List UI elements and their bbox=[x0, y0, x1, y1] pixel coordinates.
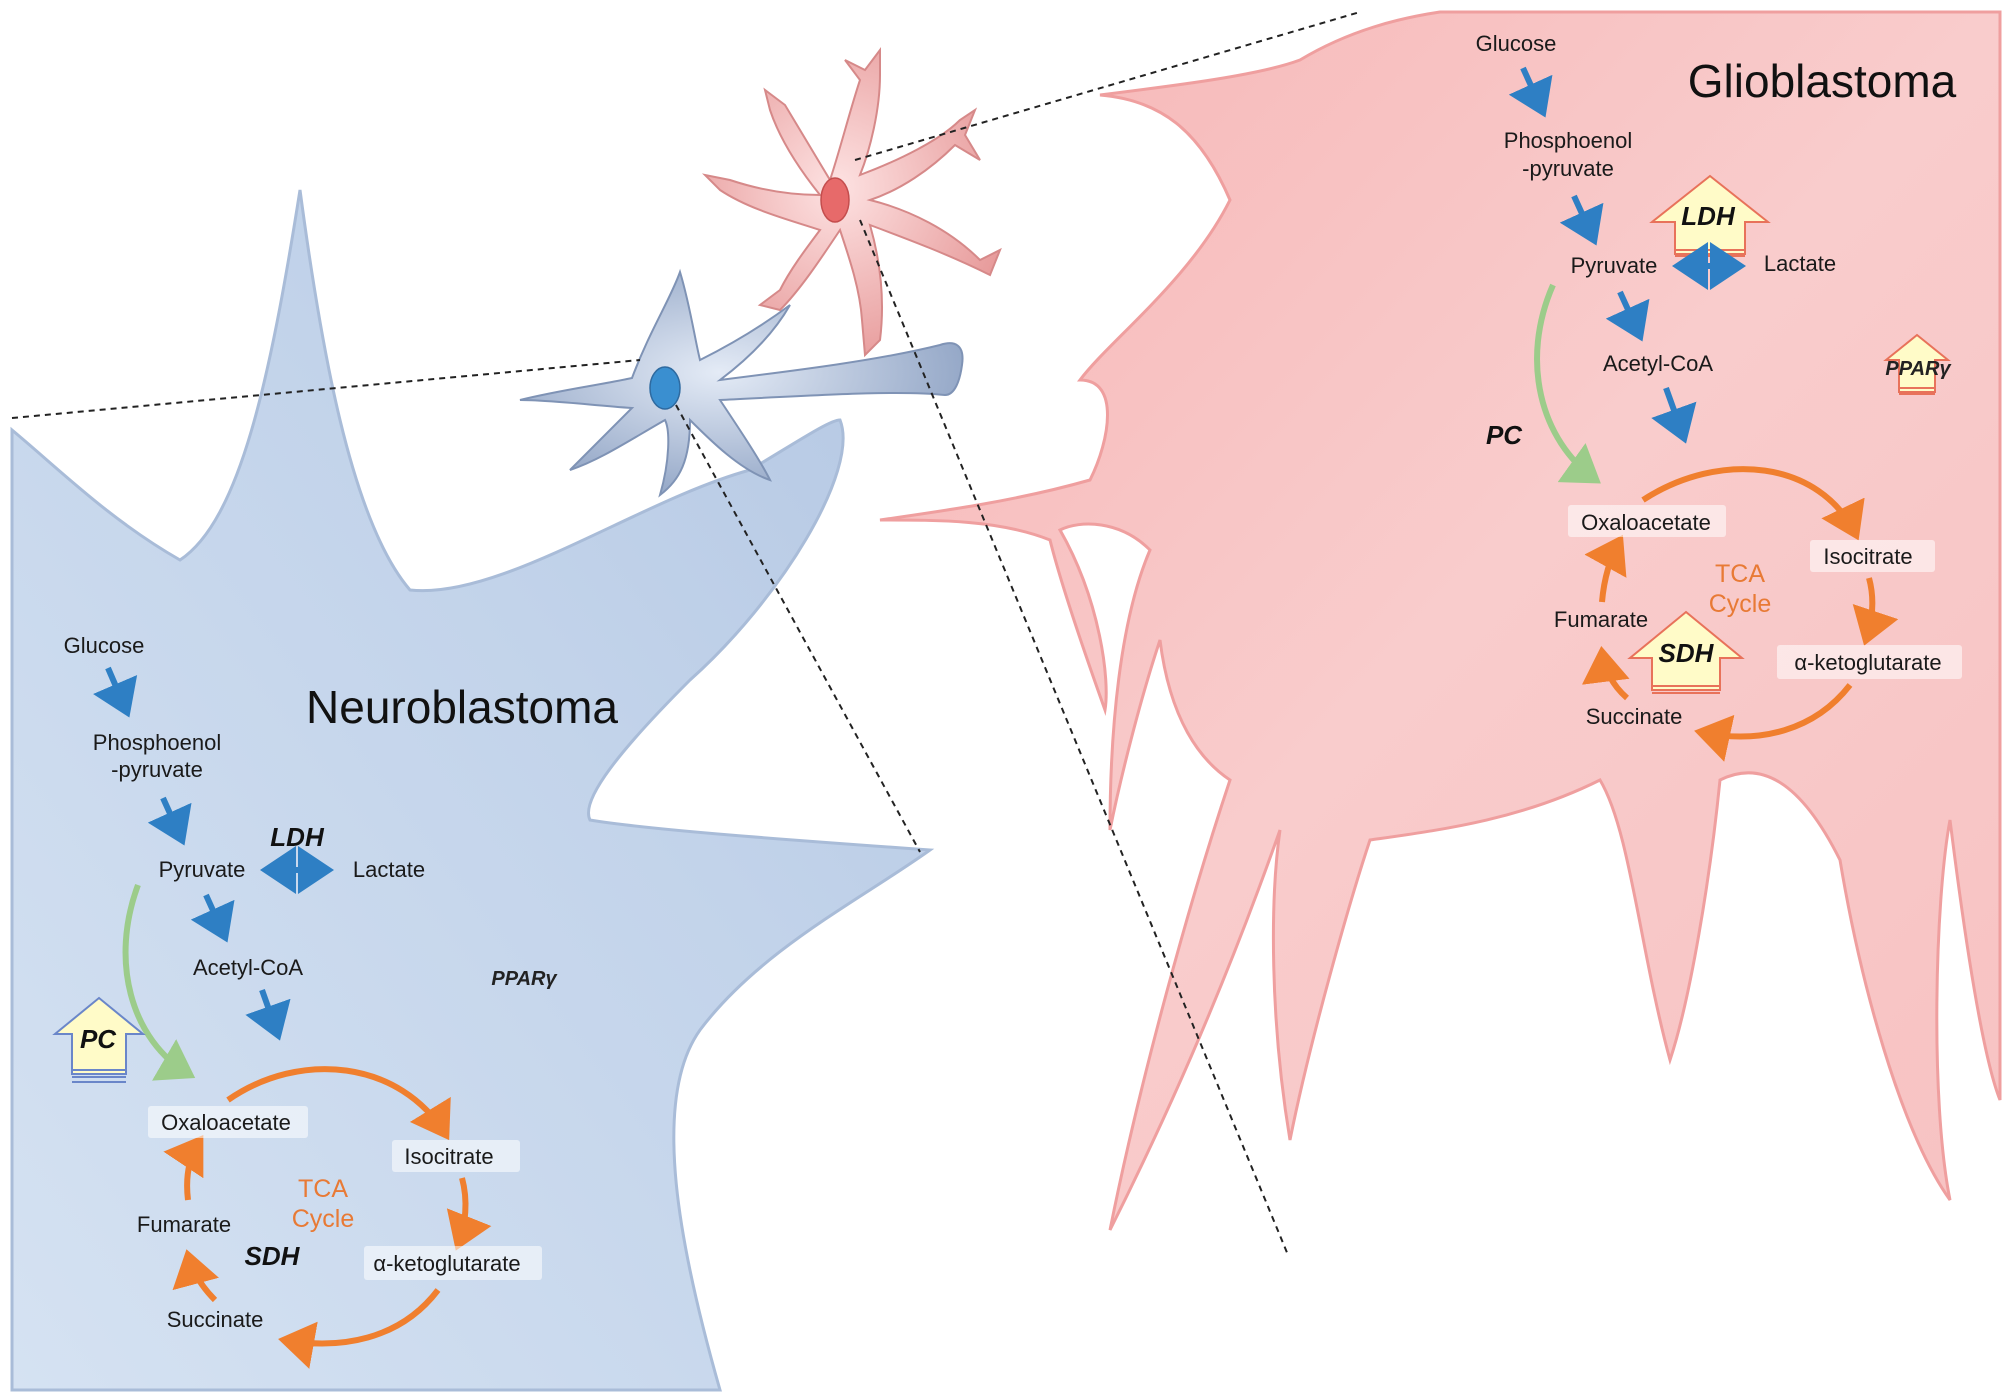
nb-pc-up-arrow bbox=[52, 996, 146, 1083]
gb-glucose-label: Glucose bbox=[1476, 31, 1557, 56]
nb-tca-label-line1: TCA bbox=[298, 1175, 348, 1203]
gb-acetylcoa-label: Acetyl-CoA bbox=[1603, 351, 1713, 376]
gb-isocitrate-label: Isocitrate bbox=[1823, 544, 1912, 569]
nb-glucose-label: Glucose bbox=[64, 633, 145, 658]
gb-ppar-up-arrow bbox=[1883, 333, 1951, 395]
nb-tca-cycle-arrows bbox=[163, 1066, 492, 1369]
nb-isocitrate-label: Isocitrate bbox=[404, 1144, 493, 1169]
glioblastoma-cell-shape bbox=[879, 10, 2002, 1231]
gb-fumarate-label: Fumarate bbox=[1554, 607, 1648, 632]
gb-tca-label-line2: Cycle bbox=[1709, 590, 1772, 618]
gb-ldh-label: LDH bbox=[1681, 201, 1736, 231]
gb-pep-label-line1: Phosphoenol bbox=[1504, 128, 1632, 153]
nb-acetylcoa-label: Acetyl-CoA bbox=[193, 955, 303, 980]
neuroblastoma-title: Neuroblastoma bbox=[306, 681, 618, 733]
nb-pyruvate-arrow bbox=[190, 893, 235, 943]
nb-succinate-label: Succinate bbox=[167, 1307, 264, 1332]
nb-pep-arrow bbox=[147, 796, 192, 846]
zoom-lines bbox=[11, 11, 1361, 1256]
nb-pep-label-line2: -pyruvate bbox=[111, 757, 203, 782]
gb-glucose-arrow bbox=[1508, 66, 1553, 118]
nb-glucose-arrow bbox=[93, 666, 138, 718]
astrocyte-icon bbox=[701, 47, 1002, 358]
nb-sdh-label: SDH bbox=[245, 1241, 301, 1271]
glioblastoma-title: Glioblastoma bbox=[1688, 55, 1957, 107]
gb-pep-label-line2: -pyruvate bbox=[1522, 156, 1614, 181]
gb-acetylcoa-arrow bbox=[1651, 386, 1697, 444]
gb-pep-arrow bbox=[1559, 194, 1604, 246]
gb-pc-arrow bbox=[1534, 283, 1601, 484]
nb-tca-label-line2: Cycle bbox=[292, 1205, 355, 1233]
nb-oxaloacetate-label: Oxaloacetate bbox=[161, 1110, 291, 1135]
nb-pyruvate-label: Pyruvate bbox=[159, 857, 246, 882]
gb-sdh-label: SDH bbox=[1659, 638, 1715, 668]
gb-lactate-label: Lactate bbox=[1764, 251, 1836, 276]
nb-pc-arrow bbox=[122, 883, 196, 1081]
neuron-icon bbox=[519, 268, 964, 498]
nb-acetylcoa-arrow bbox=[245, 988, 291, 1041]
glioblastoma-pathway: Glioblastoma Glucose Phosphoenol -pyruva… bbox=[1476, 31, 1962, 762]
gb-sdh-up-arrow bbox=[1627, 610, 1745, 694]
nb-pc-label: PC bbox=[80, 1024, 117, 1054]
gb-pc-label: PC bbox=[1486, 420, 1523, 450]
gb-pyruvate-label: Pyruvate bbox=[1571, 253, 1658, 278]
neuroblastoma-pathway: Neuroblastoma Glucose Phosphoenol -pyruv… bbox=[52, 633, 618, 1369]
gb-ppar-label: PPARγ bbox=[1885, 358, 1952, 380]
gb-oxaloacetate-label: Oxaloacetate bbox=[1581, 510, 1711, 535]
nb-ppar-label: PPARγ bbox=[491, 968, 558, 990]
nb-pep-label-line1: Phosphoenol bbox=[93, 730, 221, 755]
nb-lactate-label: Lactate bbox=[353, 857, 425, 882]
gb-pyruvate-arrow bbox=[1605, 290, 1650, 342]
nb-ldh-label: LDH bbox=[270, 822, 325, 852]
gb-tca-cycle-arrows bbox=[1581, 466, 1899, 762]
gb-tca-label-line1: TCA bbox=[1715, 560, 1765, 588]
nb-fumarate-label: Fumarate bbox=[137, 1212, 231, 1237]
nb-akg-label: α-ketoglutarate bbox=[373, 1251, 520, 1276]
gb-succinate-label: Succinate bbox=[1586, 704, 1683, 729]
gb-akg-label: α-ketoglutarate bbox=[1794, 650, 1941, 675]
